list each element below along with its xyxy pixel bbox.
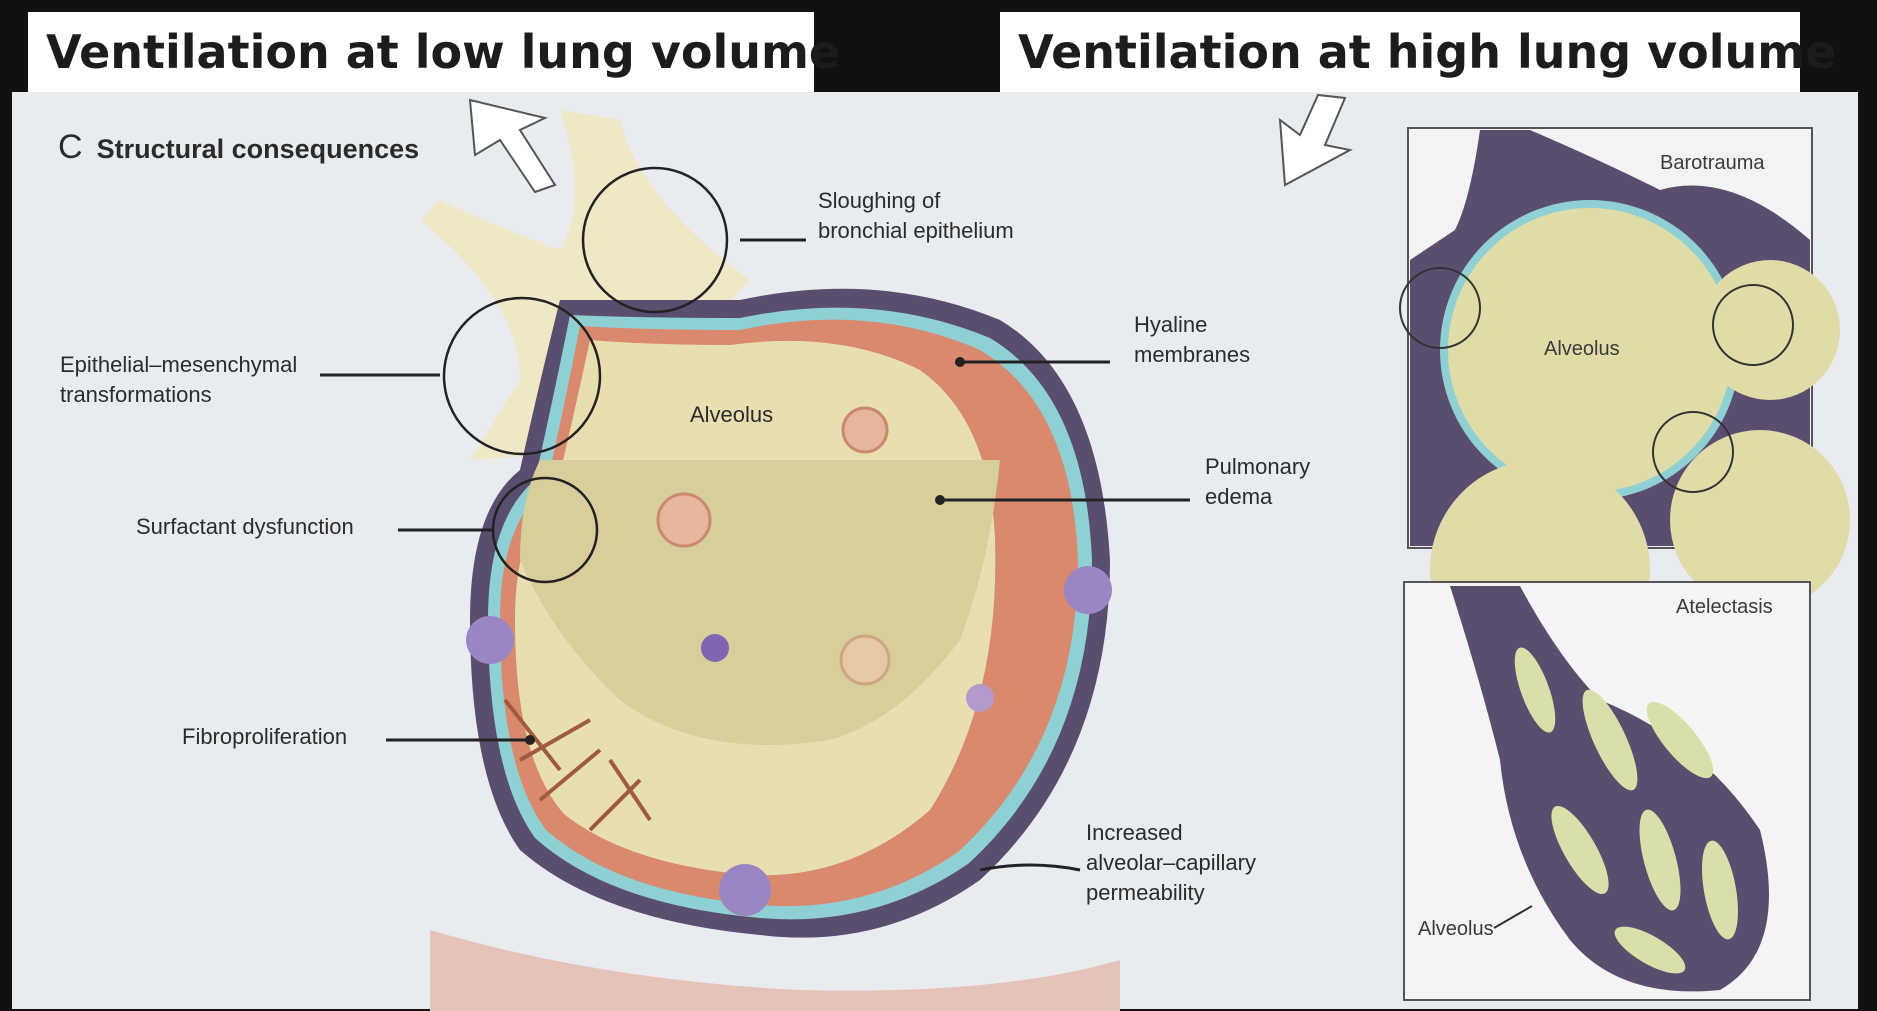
panel-title: Structural consequences xyxy=(97,134,420,164)
panel-subtitle: C Structural consequences xyxy=(58,128,419,167)
cell-icon xyxy=(843,408,887,452)
label-emt-line1: Epithelial–mesenchymal xyxy=(60,350,297,380)
label-permeability-line1: Increased xyxy=(1086,818,1256,848)
macrophage-icon xyxy=(719,864,771,916)
cell-icon xyxy=(841,636,889,684)
panel-letter: C xyxy=(58,128,83,166)
label-permeability-line3: permeability xyxy=(1086,878,1256,908)
label-hyaline: Hyaline membranes xyxy=(1134,310,1250,370)
arrow-high-icon xyxy=(1280,95,1350,185)
macrophage-icon xyxy=(1064,566,1112,614)
inset-barotrauma-alveolus: Alveolus xyxy=(1544,338,1620,361)
label-permeability-line2: alveolar–capillary xyxy=(1086,848,1256,878)
label-pulmonary-line2: edema xyxy=(1205,482,1310,512)
label-surfactant: Surfactant dysfunction xyxy=(136,512,354,542)
inset-atelectasis-alveolus: Alveolus xyxy=(1418,918,1494,941)
label-fibroproliferation: Fibroproliferation xyxy=(182,722,347,752)
leader-dot xyxy=(955,357,965,367)
label-sloughing-line2: bronchial epithelium xyxy=(818,216,1014,246)
label-alveolus-main: Alveolus xyxy=(690,400,773,430)
label-sloughing-line1: Sloughing of xyxy=(818,186,1014,216)
label-pulmonary-edema: Pulmonary edema xyxy=(1205,452,1310,512)
inset-barotrauma-title: Barotrauma xyxy=(1660,152,1765,175)
capillary-tissue xyxy=(430,930,1120,1011)
leader-dot xyxy=(525,735,535,745)
leader-dot xyxy=(935,495,945,505)
label-sloughing: Sloughing of bronchial epithelium xyxy=(818,186,1014,246)
label-emt-line2: transformations xyxy=(60,380,297,410)
cell-icon xyxy=(966,684,994,712)
cell-icon xyxy=(701,634,729,662)
leader-permeability xyxy=(980,865,1080,870)
label-emt: Epithelial–mesenchymal transformations xyxy=(60,350,297,410)
label-hyaline-line1: Hyaline xyxy=(1134,310,1250,340)
label-permeability: Increased alveolar–capillary permeabilit… xyxy=(1086,818,1256,908)
inset-atelectasis-title: Atelectasis xyxy=(1676,596,1773,619)
macrophage-icon xyxy=(466,616,514,664)
label-hyaline-line2: membranes xyxy=(1134,340,1250,370)
cell-icon xyxy=(658,494,710,546)
label-pulmonary-line1: Pulmonary xyxy=(1205,452,1310,482)
arrow-low-icon xyxy=(470,100,555,192)
